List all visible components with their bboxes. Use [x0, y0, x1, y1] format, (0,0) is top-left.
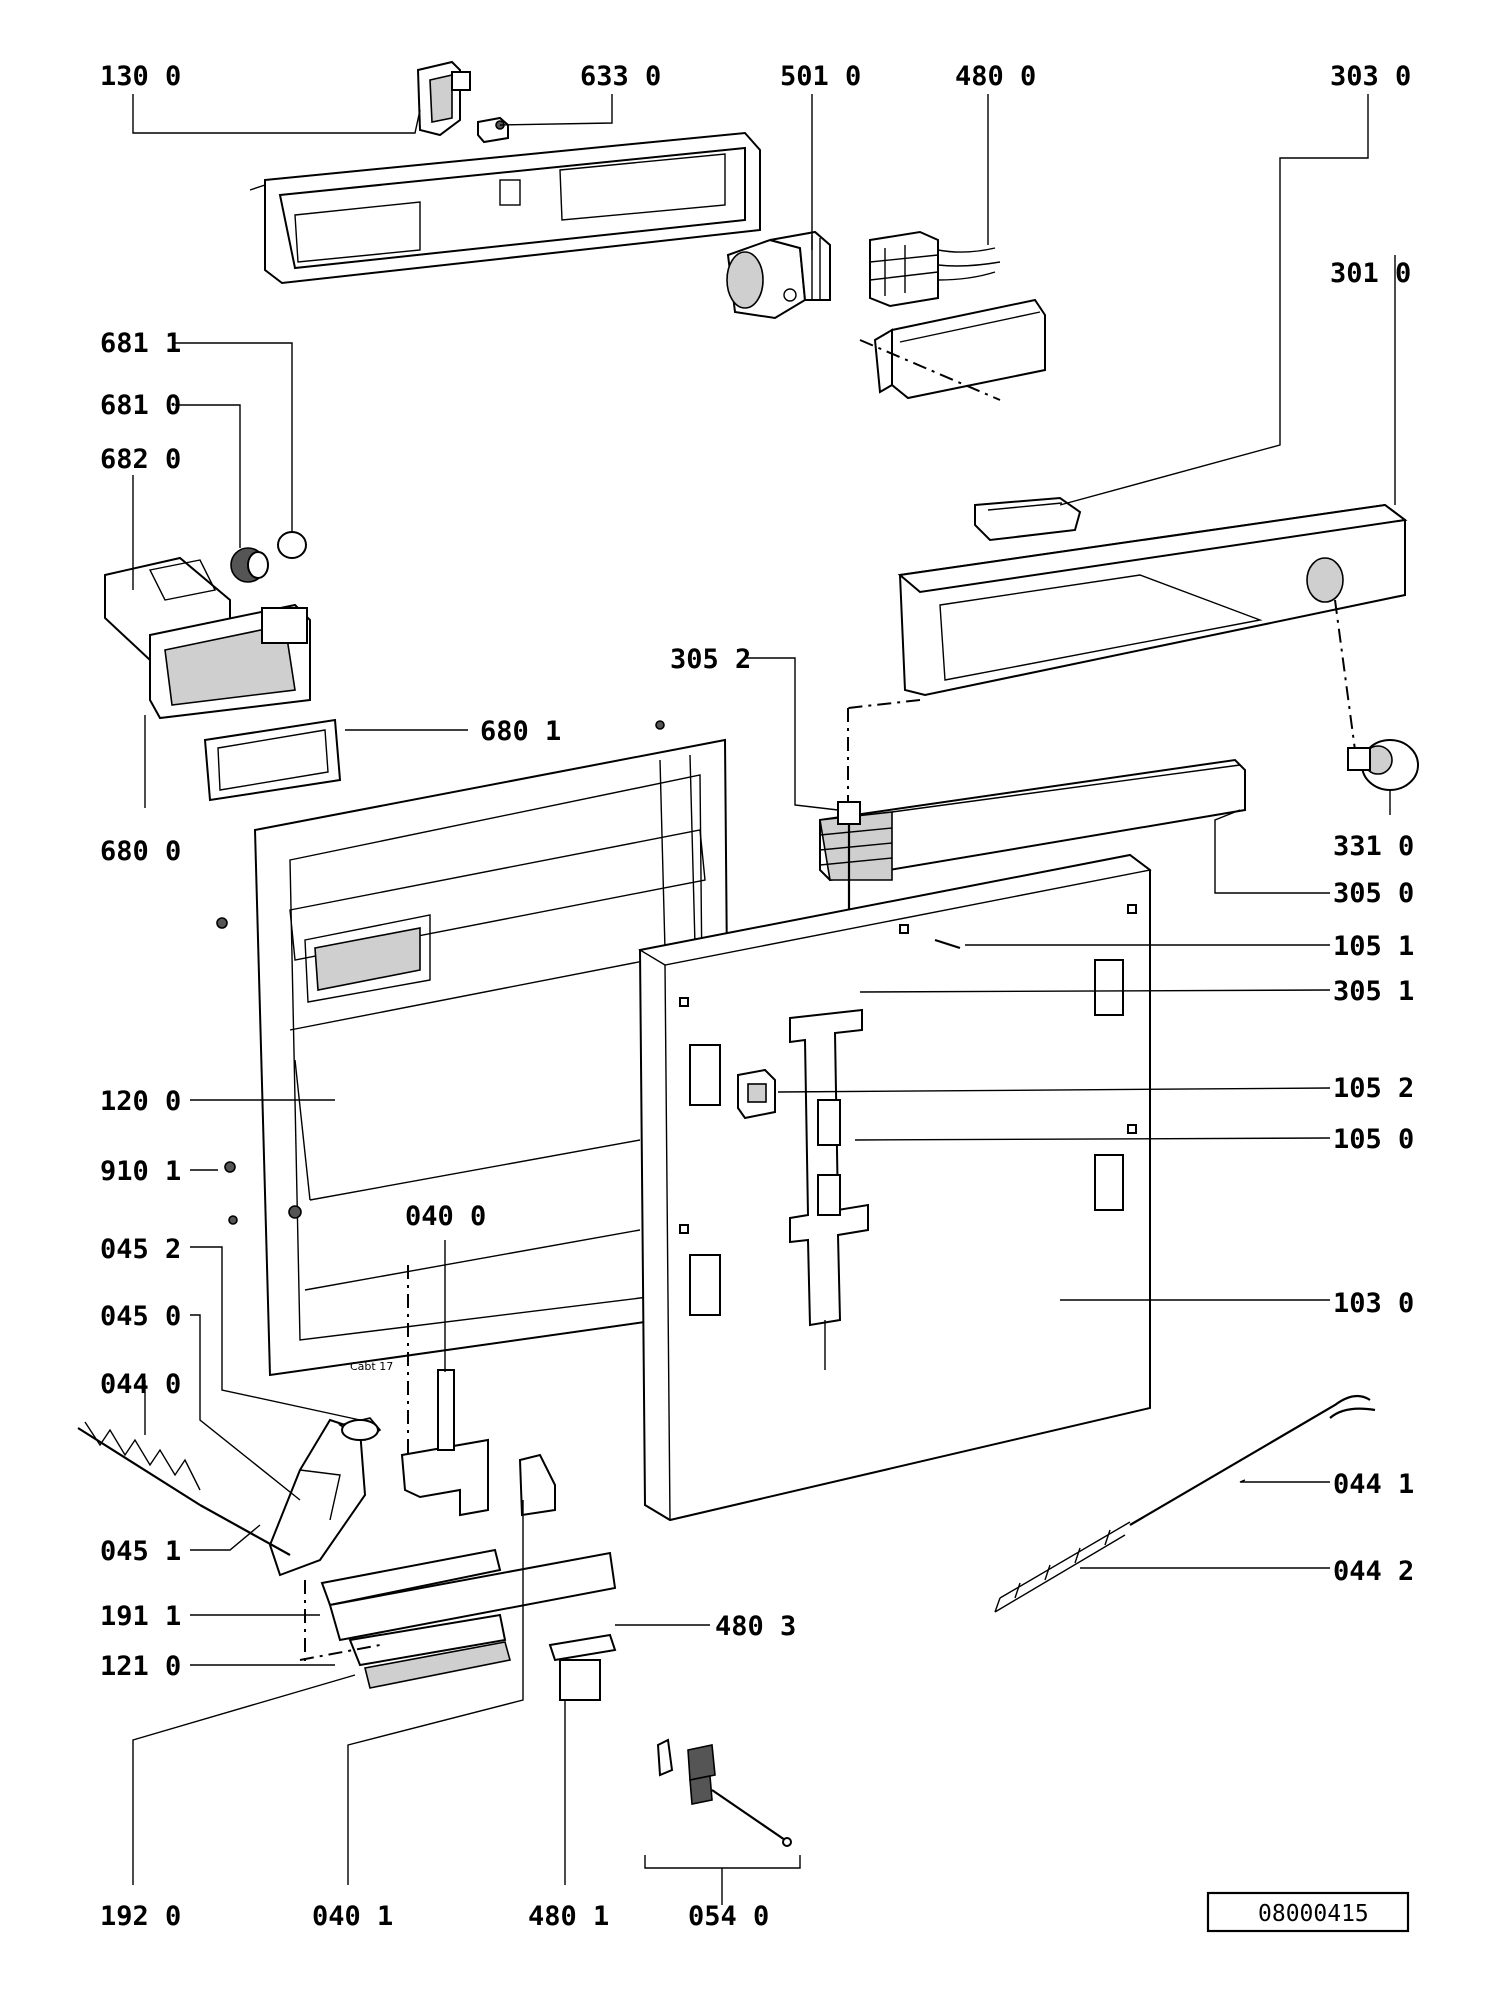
label-305-1: 305 1 [1333, 976, 1414, 1007]
outer-door-part [638, 853, 1152, 1522]
base-rail-part [299, 1548, 617, 1689]
screw-part [216, 720, 665, 1225]
label-120-0: 120 0 [100, 1086, 181, 1117]
hinge-part [268, 1417, 382, 1577]
label-045-1: 045 1 [100, 1536, 181, 1567]
label-682-0: 682 0 [100, 444, 181, 475]
label-045-0: 045 0 [100, 1301, 181, 1332]
label-044-1: 044 1 [1333, 1469, 1414, 1500]
latch-clip-part [737, 1068, 776, 1120]
label-681-1: 681 1 [100, 328, 181, 359]
gasket-part [203, 718, 342, 802]
label-303-0: 303 0 [1330, 61, 1411, 92]
label-331-0: 331 0 [1333, 831, 1414, 862]
bracket-303-part [974, 496, 1082, 542]
reference-labels: 130 0 633 0 501 0 480 0 303 0 301 0 681 … [100, 61, 1414, 1932]
label-191-1: 191 1 [100, 1601, 181, 1632]
label-105-1: 105 1 [1333, 931, 1414, 962]
label-045-2: 045 2 [100, 1234, 181, 1265]
label-305-0: 305 0 [1333, 878, 1414, 909]
label-040-1: 040 1 [312, 1901, 393, 1932]
timer-bracket-part [859, 298, 1046, 401]
base-connector-part [548, 1633, 617, 1701]
label-130-0: 130 0 [100, 61, 181, 92]
dispenser-cap-part [230, 531, 307, 583]
leader-lines [132, 94, 1396, 1885]
door-spring-part [77, 1421, 291, 1556]
label-480-0: 480 0 [955, 61, 1036, 92]
label-305-2: 305 2 [670, 644, 751, 675]
connector-part [869, 230, 1001, 308]
handle-rail-part [819, 699, 1246, 882]
hinge-bracket-part [400, 1265, 489, 1517]
label-105-0: 105 0 [1333, 1124, 1414, 1155]
door-spring-right-part [994, 1394, 1376, 1613]
label-192-0: 192 0 [100, 1901, 181, 1932]
timer-part [726, 230, 831, 320]
label-121-0: 121 0 [100, 1651, 181, 1682]
spring-pin-part [934, 938, 961, 950]
label-480-1: 480 1 [528, 1901, 609, 1932]
label-301-0: 301 0 [1330, 258, 1411, 289]
kit-part [644, 1738, 801, 1905]
label-680-0: 680 0 [100, 836, 181, 867]
label-103-0: 103 0 [1333, 1288, 1414, 1319]
control-frame-part [249, 131, 761, 285]
drawing-ref-box: 08000415 [1206, 1891, 1410, 1933]
drawing-ref: 08000415 [1258, 1901, 1369, 1927]
label-480-3: 480 3 [715, 1611, 796, 1642]
label-044-2: 044 2 [1333, 1556, 1414, 1587]
label-105-2: 105 2 [1333, 1073, 1414, 1104]
control-housing-part [897, 503, 1408, 751]
panel-marking: Cabt 17 [350, 1360, 393, 1373]
label-681-0: 681 0 [100, 390, 181, 421]
hinge-cover-part [518, 1453, 556, 1517]
label-054-0: 054 0 [688, 1901, 769, 1932]
knob-part [1347, 739, 1419, 791]
switch-part [416, 60, 471, 137]
label-910-1: 910 1 [100, 1156, 181, 1187]
dispenser-part [104, 556, 311, 720]
label-501-0: 501 0 [780, 61, 861, 92]
clip-part [477, 116, 509, 144]
label-633-0: 633 0 [580, 61, 661, 92]
latch-plate-part [789, 1008, 869, 1370]
label-044-0: 044 0 [100, 1369, 181, 1400]
label-680-1: 680 1 [480, 716, 561, 747]
label-040-0: 040 0 [405, 1201, 486, 1232]
